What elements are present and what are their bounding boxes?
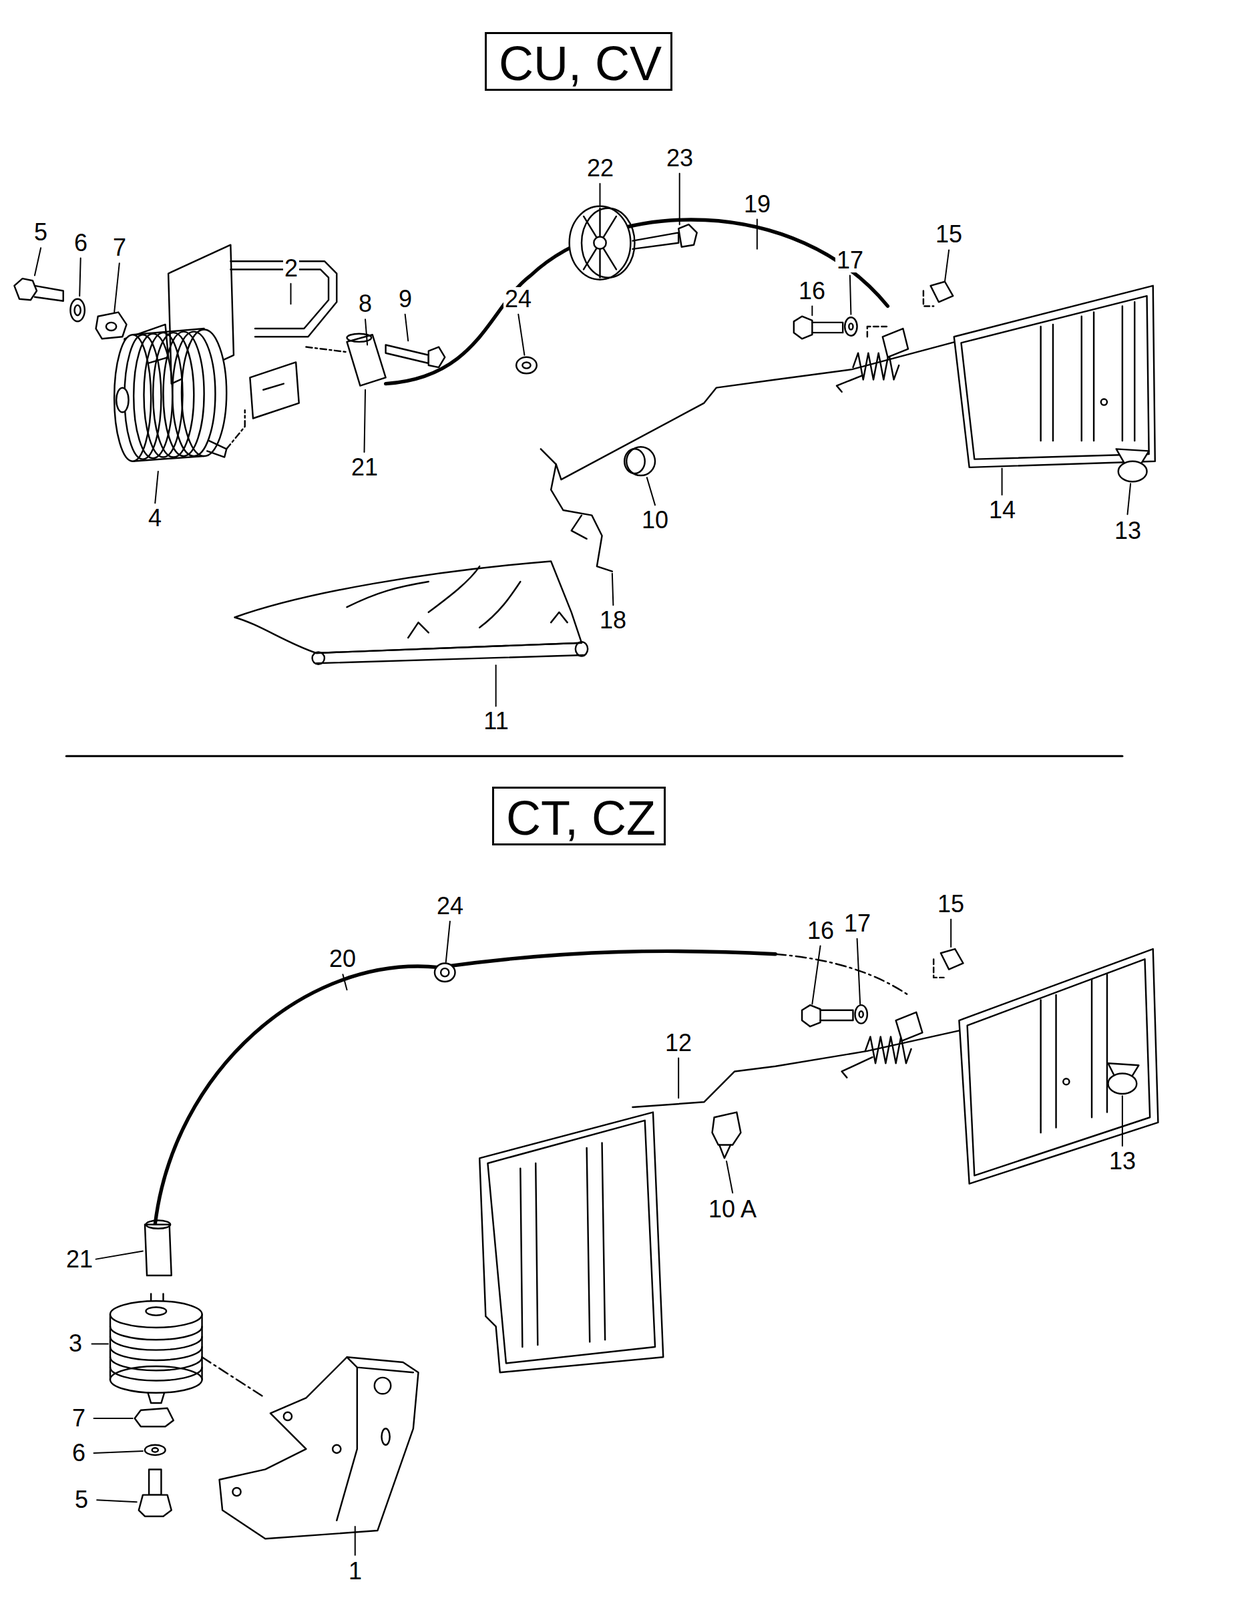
callout-number: 5 <box>73 1487 90 1512</box>
callout-number: 17 <box>835 248 865 273</box>
callout-number: 17 <box>842 911 873 936</box>
callout-number: 3 <box>67 1331 84 1356</box>
callout-number: 2 <box>283 256 300 281</box>
callout-number: 7 <box>70 1406 87 1431</box>
callout-number: 1 <box>347 1559 364 1584</box>
callout-number: 7 <box>111 235 128 260</box>
callout-number: 14 <box>987 498 1017 523</box>
callout-number: 21 <box>349 455 380 480</box>
callout-number: 8 <box>357 291 374 316</box>
title-box: CU, CV <box>484 32 673 91</box>
callout-number: 6 <box>70 1440 87 1466</box>
callout-number: 20 <box>327 946 358 971</box>
callout-number: 16 <box>805 918 836 943</box>
callout-number: 10 <box>640 508 670 533</box>
callout-number: 24 <box>435 894 465 919</box>
callout-number: 5 <box>32 220 49 245</box>
callout-number: 11 <box>482 709 510 734</box>
callout-number: 15 <box>934 222 964 247</box>
callout-number: 23 <box>665 146 695 171</box>
title-text: CT, CZ <box>506 793 656 843</box>
title-box: CT, CZ <box>492 786 666 846</box>
callout-number: 22 <box>585 156 615 181</box>
callout-number: 13 <box>1107 1149 1138 1174</box>
callout-number: 12 <box>663 1030 694 1056</box>
callout-number: 13 <box>1113 518 1143 543</box>
callout-number: 21 <box>64 1247 95 1272</box>
callout-number: 18 <box>598 608 628 633</box>
callout-number: 16 <box>797 279 827 304</box>
callout-number: 6 <box>72 231 89 256</box>
callout-number: 10 A <box>707 1197 758 1222</box>
callout-number: 24 <box>503 287 533 312</box>
callout-number: 19 <box>742 192 772 217</box>
callout-number: 9 <box>397 287 414 312</box>
title-text: CU, CV <box>498 39 662 88</box>
callout-number: 4 <box>146 506 163 531</box>
callout-number: 15 <box>936 892 966 917</box>
